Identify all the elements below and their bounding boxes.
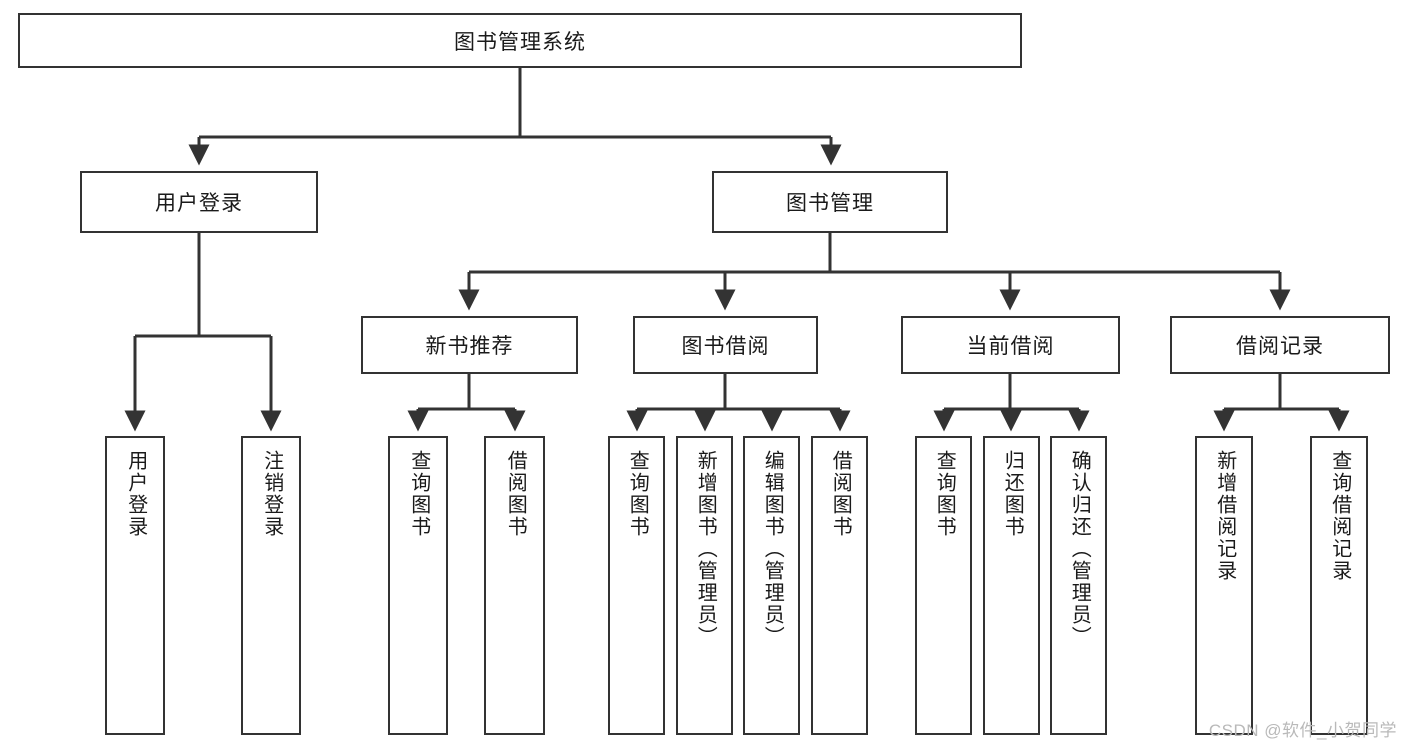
- node-leaf-user-login-label: 用户登录: [124, 450, 147, 538]
- node-leaf-query-book-borrow-label: 查询图书: [626, 450, 649, 538]
- node-leaf-query-book-recommend-label: 查询图书: [407, 450, 430, 538]
- node-leaf-borrow-book[interactable]: 借阅图书: [811, 436, 868, 735]
- connector-user-login-to-leaves: [124, 233, 282, 432]
- connector-current-borrow-to-leaves: [933, 374, 1090, 432]
- node-new-book-recommend[interactable]: 新书推荐: [361, 316, 578, 374]
- node-user-login-label: 用户登录: [155, 192, 243, 215]
- node-leaf-add-book-admin-label: 新增图书（管理员）: [694, 450, 717, 648]
- node-leaf-add-borrow-record[interactable]: 新增借阅记录: [1195, 436, 1253, 735]
- node-root[interactable]: 图书管理系统: [18, 13, 1022, 68]
- connector-new-book-recommend-to-leaves: [407, 374, 526, 432]
- node-leaf-add-borrow-record-label: 新增借阅记录: [1213, 450, 1236, 582]
- node-leaf-user-login[interactable]: 用户登录: [105, 436, 165, 735]
- node-leaf-return-book[interactable]: 归还图书: [983, 436, 1040, 735]
- node-book-borrow-label: 图书借阅: [681, 335, 770, 358]
- node-leaf-return-book-label: 归还图书: [1001, 450, 1024, 538]
- node-leaf-confirm-return-admin[interactable]: 确认归还（管理员）: [1050, 436, 1107, 735]
- node-leaf-query-book-current-label: 查询图书: [933, 450, 956, 538]
- node-leaf-query-book-current[interactable]: 查询图书: [915, 436, 972, 735]
- node-leaf-edit-book-admin-label: 编辑图书（管理员）: [761, 450, 784, 648]
- node-root-label: 图书管理系统: [454, 30, 586, 54]
- node-book-borrow[interactable]: 图书借阅: [633, 316, 818, 374]
- node-leaf-borrow-book-recommend-label: 借阅图书: [504, 450, 527, 538]
- node-book-manage[interactable]: 图书管理: [712, 171, 948, 233]
- connector-book-borrow-to-leaves: [626, 374, 851, 432]
- connector-book-manage-to-level3: [458, 233, 1291, 311]
- node-user-login[interactable]: 用户登录: [80, 171, 318, 233]
- connector-borrow-record-to-leaves: [1213, 374, 1350, 432]
- node-leaf-logout-login-label: 注销登录: [260, 450, 283, 538]
- node-leaf-query-book-borrow[interactable]: 查询图书: [608, 436, 665, 735]
- node-book-manage-label: 图书管理: [786, 192, 874, 215]
- node-leaf-add-book-admin[interactable]: 新增图书（管理员）: [676, 436, 733, 735]
- node-leaf-query-book-recommend[interactable]: 查询图书: [388, 436, 448, 735]
- node-current-borrow-label: 当前借阅: [966, 335, 1055, 358]
- node-leaf-borrow-book-label: 借阅图书: [829, 450, 852, 538]
- node-leaf-query-borrow-record-label: 查询借阅记录: [1328, 450, 1351, 582]
- node-new-book-recommend-label: 新书推荐: [425, 335, 514, 358]
- connector-root-to-level2: [188, 68, 842, 166]
- node-current-borrow[interactable]: 当前借阅: [901, 316, 1120, 374]
- node-leaf-query-borrow-record[interactable]: 查询借阅记录: [1310, 436, 1368, 735]
- node-leaf-borrow-book-recommend[interactable]: 借阅图书: [484, 436, 545, 735]
- node-leaf-logout-login[interactable]: 注销登录: [241, 436, 301, 735]
- node-leaf-confirm-return-admin-label: 确认归还（管理员）: [1068, 450, 1091, 648]
- node-borrow-record-label: 借阅记录: [1236, 335, 1324, 358]
- node-borrow-record[interactable]: 借阅记录: [1170, 316, 1390, 374]
- node-leaf-edit-book-admin[interactable]: 编辑图书（管理员）: [743, 436, 800, 735]
